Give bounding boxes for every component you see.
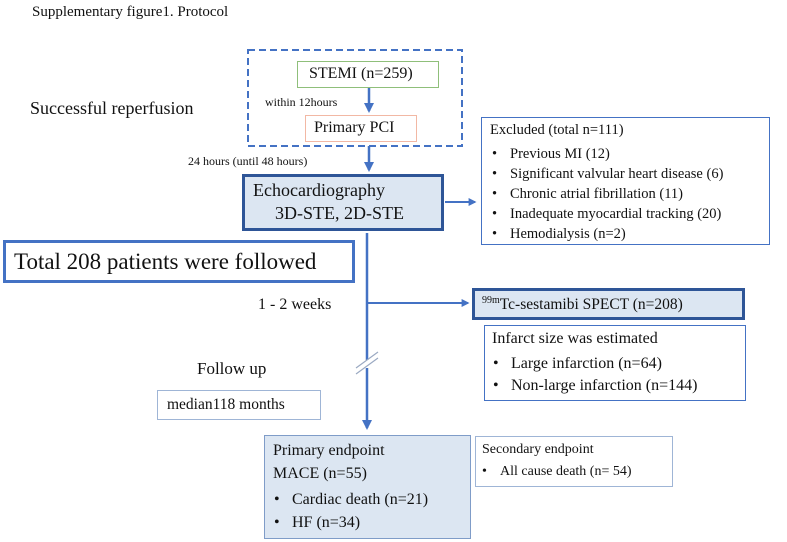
- median-label: median118 months: [167, 396, 285, 413]
- primary-endpoint-box: Primary endpoint MACE (n=55) Cardiac dea…: [264, 435, 471, 539]
- infarct-list: Large infarction (n=64) Non-large infarc…: [489, 353, 697, 397]
- list-item: Inadequate myocardial tracking (20): [488, 204, 723, 224]
- list-item: All cause death (n= 54): [478, 463, 632, 481]
- echo-line1: Echocardiography: [253, 180, 385, 200]
- echo-line2: 3D-STE, 2D-STE: [275, 203, 404, 223]
- list-item: Large infarction (n=64): [489, 353, 697, 375]
- secondary-title: Secondary endpoint: [482, 442, 594, 457]
- secondary-endpoint-box: Secondary endpoint All cause death (n= 5…: [475, 436, 673, 487]
- figure-title: Supplementary figure1. Protocol: [32, 4, 229, 20]
- spect-box: 99mTc-sestamibi SPECT (n=208): [472, 288, 745, 320]
- list-item: Chronic atrial fibrillation (11): [488, 184, 723, 204]
- break-mark-1: [355, 351, 379, 369]
- secondary-list: All cause death (n= 54): [478, 463, 632, 481]
- spect-text: Tc-sestamibi SPECT (n=208): [499, 296, 683, 313]
- list-item: Cardiac death (n=21): [270, 488, 428, 511]
- excluded-list: Previous MI (12) Significant valvular he…: [488, 144, 723, 244]
- list-item: HF (n=34): [270, 511, 428, 534]
- list-item: Previous MI (12): [488, 144, 723, 164]
- followup-label: Follow up: [197, 359, 267, 378]
- list-item: Significant valvular heart disease (6): [488, 164, 723, 184]
- spect-superscript: 99m: [482, 294, 500, 306]
- list-item: Hemodialysis (n=2): [488, 224, 723, 244]
- excluded-title: Excluded (total n=111): [490, 122, 624, 138]
- spect-label: 99mTc-sestamibi SPECT (n=208): [482, 294, 683, 314]
- pci-label: Primary PCI: [314, 119, 395, 136]
- list-item: Non-large infarction (n=144): [489, 375, 697, 397]
- primary-mace: MACE (n=55): [273, 465, 367, 482]
- within-label: within 12hours: [265, 95, 338, 109]
- reperfusion-label: Successful reperfusion: [30, 98, 194, 118]
- median-box: median118 months: [157, 390, 321, 420]
- infarct-box: Infarct size was estimated Large infarct…: [484, 325, 746, 401]
- echo-box: Echocardiography 3D-STE, 2D-STE: [242, 174, 444, 231]
- total-box: Total 208 patients were followed: [3, 240, 355, 283]
- stemi-label: STEMI (n=259): [309, 65, 413, 82]
- reperfusion-group-box: [247, 49, 463, 147]
- infarct-title: Infarct size was estimated: [492, 330, 658, 347]
- total-label: Total 208 patients were followed: [14, 249, 317, 274]
- primary-title: Primary endpoint: [273, 442, 385, 459]
- break-mark-2: [355, 357, 379, 375]
- excluded-box: Excluded (total n=111) Previous MI (12) …: [481, 117, 770, 245]
- stemi-box: STEMI (n=259): [297, 61, 439, 88]
- weeks-label: 1 - 2 weeks: [258, 296, 332, 313]
- pci-box: Primary PCI: [305, 115, 417, 142]
- primary-list: Cardiac death (n=21) HF (n=34): [270, 488, 428, 534]
- hours-label: 24 hours (until 48 hours): [188, 154, 308, 168]
